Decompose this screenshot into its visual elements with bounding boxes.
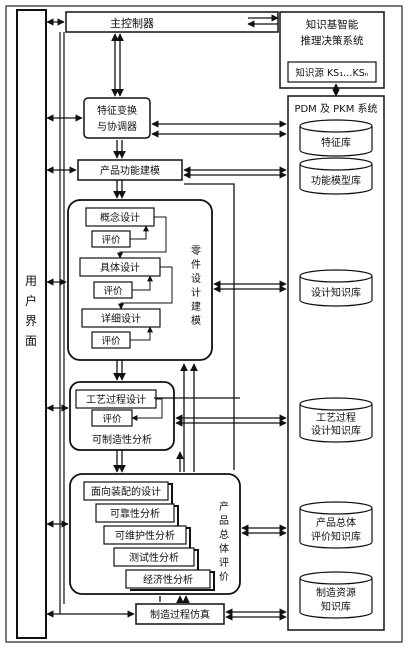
product-evaluation-char-5: 评: [219, 557, 229, 569]
user-interface-char-4: 面: [25, 334, 37, 348]
product-evaluation-library-db: 产品总体 评价知识库: [299, 501, 373, 549]
maintainability-label: 可维护性分析: [115, 529, 175, 542]
product-evaluation-group: 面向装配的设计 可靠性分析 可维护性分析 测试性分析 经济性分析 产 品 总 体…: [69, 473, 241, 595]
product-function-modeling-label: 产品功能建模: [100, 164, 160, 177]
part-design-char-2: 件: [191, 259, 201, 271]
manufacturing-resource-library-db: 制造资源 知识库: [299, 571, 373, 619]
evaluation-label-2: 评价: [103, 286, 123, 297]
vertical-flow-arrows: [111, 33, 240, 604]
user-interface-char-3: 界: [25, 314, 37, 328]
design-knowledge-library-label: 设计知识库: [311, 286, 361, 299]
manufacturing-simulation-box: [135, 603, 225, 625]
part-design-char-6: 模: [191, 315, 201, 327]
user-interface-column: 用 户 界 面: [16, 9, 47, 639]
pdm-pkm-title: PDM 及 PKM 系统: [294, 102, 377, 115]
product-evaluation-char-4: 体: [219, 543, 229, 555]
reliability-label: 可靠性分析: [110, 507, 160, 520]
main-controller-box: [65, 11, 279, 33]
product-evaluation-char-3: 总: [219, 528, 229, 541]
product-evaluation-char-1: 产: [219, 500, 229, 513]
assembly-design-label: 面向装配的设计: [91, 485, 161, 498]
product-evaluation-library-line1: 产品总体: [316, 516, 356, 529]
feature-transform-box: [83, 97, 151, 139]
process-knowledge-library-line2: 设计知识库: [311, 424, 361, 437]
testability-box: [113, 547, 195, 567]
reliability-box: [95, 503, 175, 523]
maintainability-box: [103, 525, 187, 545]
ui-connections: [46, 18, 135, 618]
outer-frame: [5, 5, 403, 643]
evaluation-label-1: 评价: [101, 235, 121, 246]
evaluation-label-4: 评价: [102, 414, 122, 425]
feature-library-db: 特征库: [299, 119, 373, 157]
design-knowledge-library-db: 设计知识库: [299, 269, 373, 307]
product-evaluation-library-line2: 评价知识库: [311, 530, 361, 543]
assembly-design-box: [83, 481, 169, 501]
process-knowledge-library-line1: 工艺过程: [316, 411, 356, 424]
user-interface-char-2: 户: [25, 293, 37, 308]
part-design-group: 概念设计 评价 具体设计 评价 详细设计 评价 零 件 设 计 建 模: [67, 199, 213, 361]
economic-box: [125, 569, 211, 589]
kb-system-line1: 知识基智能: [306, 18, 359, 31]
part-design-char-3: 设: [191, 273, 201, 285]
manufacturability-label: 可制造性分析: [92, 433, 152, 446]
part-design-char-4: 计: [191, 286, 201, 299]
product-function-modeling-box: [77, 159, 183, 181]
evaluation-label-3: 评价: [101, 336, 121, 347]
knowledge-sources-label: 知识源 KS₁…KSₙ: [295, 67, 368, 79]
product-evaluation-char-2: 品: [219, 515, 229, 527]
process-planning-label: 工艺过程设计: [86, 393, 146, 406]
user-interface-char-1: 用: [25, 274, 37, 288]
feature-transform-line1: 特征变换: [97, 104, 137, 117]
manufacturing-resource-library-line2: 知识库: [321, 600, 351, 613]
feature-library-label: 特征库: [321, 136, 351, 149]
kb-system-line2: 推理决策系统: [301, 34, 364, 47]
detailed-design-label: 详细设计: [101, 312, 141, 325]
manufacturing-resource-library-line1: 制造资源: [316, 586, 356, 599]
function-model-library-label: 功能模型库: [311, 174, 361, 187]
product-evaluation-char-6: 价: [219, 571, 229, 583]
manufacturing-simulation-label: 制造过程仿真: [150, 608, 210, 621]
specific-design-label: 具体设计: [100, 261, 140, 274]
concept-design-label: 概念设计: [100, 211, 140, 224]
knowledge-system-panel: 知识基智能 推理决策系统 知识源 KS₁…KSₙ: [279, 11, 385, 89]
testability-label: 测试性分析: [129, 551, 179, 564]
main-controller-label: 主控制器: [110, 16, 154, 30]
economic-label: 经济性分析: [143, 573, 193, 586]
process-knowledge-library-db: 工艺过程 设计知识库: [299, 397, 373, 443]
function-model-library-db: 功能模型库: [299, 157, 373, 195]
part-design-char-1: 零: [191, 245, 201, 257]
process-planning-group: 工艺过程设计 评价 可制造性分析: [69, 381, 175, 451]
feature-transform-line2: 与协调器: [97, 120, 137, 133]
part-design-char-5: 建: [191, 300, 201, 313]
